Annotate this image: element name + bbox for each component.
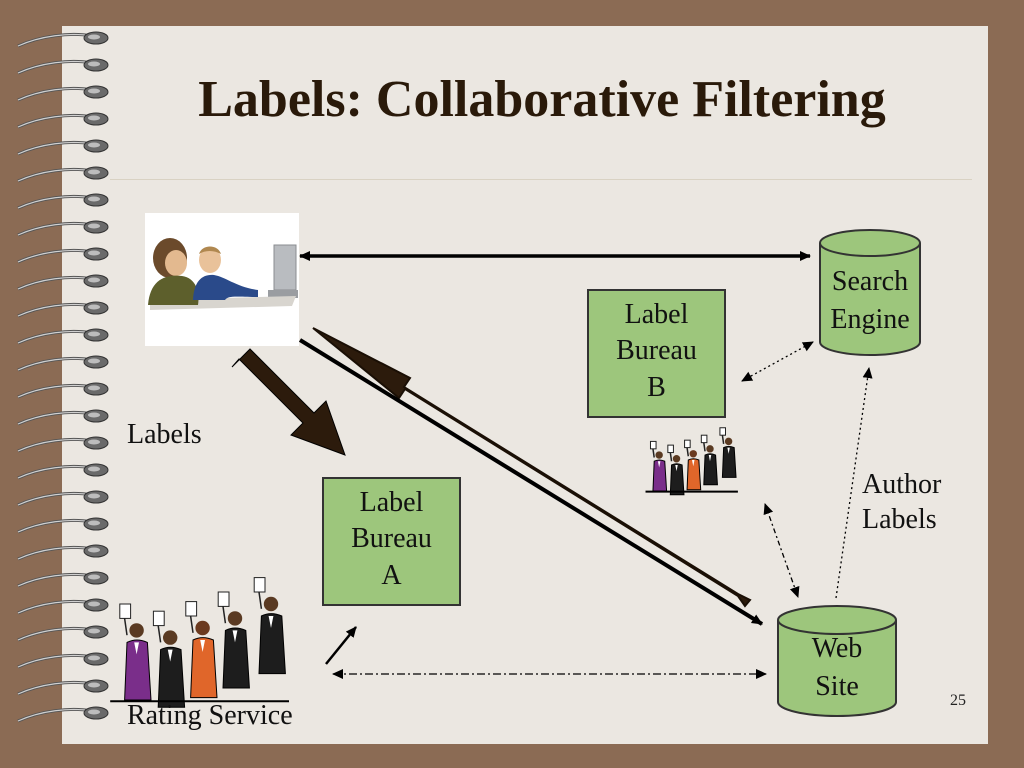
search-engine-cylinder [819, 229, 921, 356]
spiral-coil [17, 220, 109, 237]
label-bureau-a-line1: Label [359, 487, 424, 518]
spiral-coil [17, 112, 109, 129]
author-labels-line1: Author [862, 469, 942, 500]
spiral-coil [17, 571, 109, 588]
spiral-coil [17, 382, 109, 399]
spiral-coil [17, 598, 109, 615]
spiral-coil [17, 463, 109, 480]
rater-person [217, 591, 250, 689]
rater-person [684, 439, 702, 491]
slide-title: Labels: Collaborative Filtering [198, 71, 886, 128]
label-bureau-b-line1: Label [624, 299, 689, 330]
spiral-coil [17, 409, 109, 426]
rating-service-people-image [110, 577, 289, 708]
spiral-coil [17, 490, 109, 507]
rater-person [719, 427, 737, 478]
website-to-users-arrow [312, 327, 752, 608]
author-labels-link [835, 367, 873, 599]
spiral-coil [17, 58, 109, 75]
web-site-line1: Web [811, 633, 863, 664]
spiral-coil [17, 166, 109, 183]
author-labels-text: Author Labels [862, 467, 941, 537]
label-bureau-a-line2: Bureau [351, 523, 432, 555]
title-divider [110, 179, 972, 180]
users-to-website-arrow [298, 338, 764, 626]
rating-to-bureau-a-arrow [325, 626, 357, 665]
spiral-coil [17, 139, 109, 156]
spiral-binding [17, 31, 109, 723]
rater-person [667, 444, 685, 496]
search-engine-line1: Search [831, 266, 909, 297]
spiral-coil [17, 301, 109, 318]
users-at-computer-image [145, 213, 299, 346]
raters-b-website-link [763, 503, 800, 598]
label-bureau-a: Label Bureau A [322, 477, 461, 606]
spiral-coil [17, 328, 109, 345]
spiral-coil [17, 625, 109, 642]
raters-b-people-image [645, 427, 738, 496]
rater-person [253, 577, 286, 675]
spiral-coil [17, 193, 109, 210]
spiral-coil [17, 247, 109, 264]
spiral-coil [17, 355, 109, 372]
web-site-line2: Site [815, 670, 859, 702]
search-engine-label: Search Engine [820, 263, 920, 339]
spiral-coil [17, 85, 109, 102]
rater-person [152, 610, 186, 708]
page-number: 25 [950, 692, 966, 709]
big-arrow-to-bureau-a [231, 348, 346, 456]
author-labels-line2: Labels [862, 504, 937, 535]
spiral-coil [17, 436, 109, 453]
label-bureau-b-line2: Bureau [616, 335, 697, 367]
rater-person [700, 434, 718, 486]
spiral-coil [17, 544, 109, 561]
label-bureau-a-line3: A [381, 559, 402, 591]
bureau-b-search-link [741, 341, 814, 382]
web-site-label: Web Site [778, 630, 896, 706]
labels-text: Labels [127, 419, 202, 450]
spiral-coil [17, 517, 109, 534]
spiral-coil [17, 652, 109, 669]
label-bureau-b: Label Bureau B [587, 289, 726, 418]
rater-person [185, 601, 218, 699]
rater-person [119, 603, 152, 701]
rater-person [649, 440, 668, 492]
search-engine-line2: Engine [830, 303, 910, 335]
spiral-coil [17, 706, 109, 723]
spiral-coil [17, 31, 109, 48]
spiral-coil [17, 274, 109, 291]
label-bureau-b-line3: B [647, 371, 666, 403]
spiral-coil [17, 679, 109, 696]
rating-service-text: Rating Service [127, 700, 293, 731]
web-site-cylinder [777, 605, 897, 717]
